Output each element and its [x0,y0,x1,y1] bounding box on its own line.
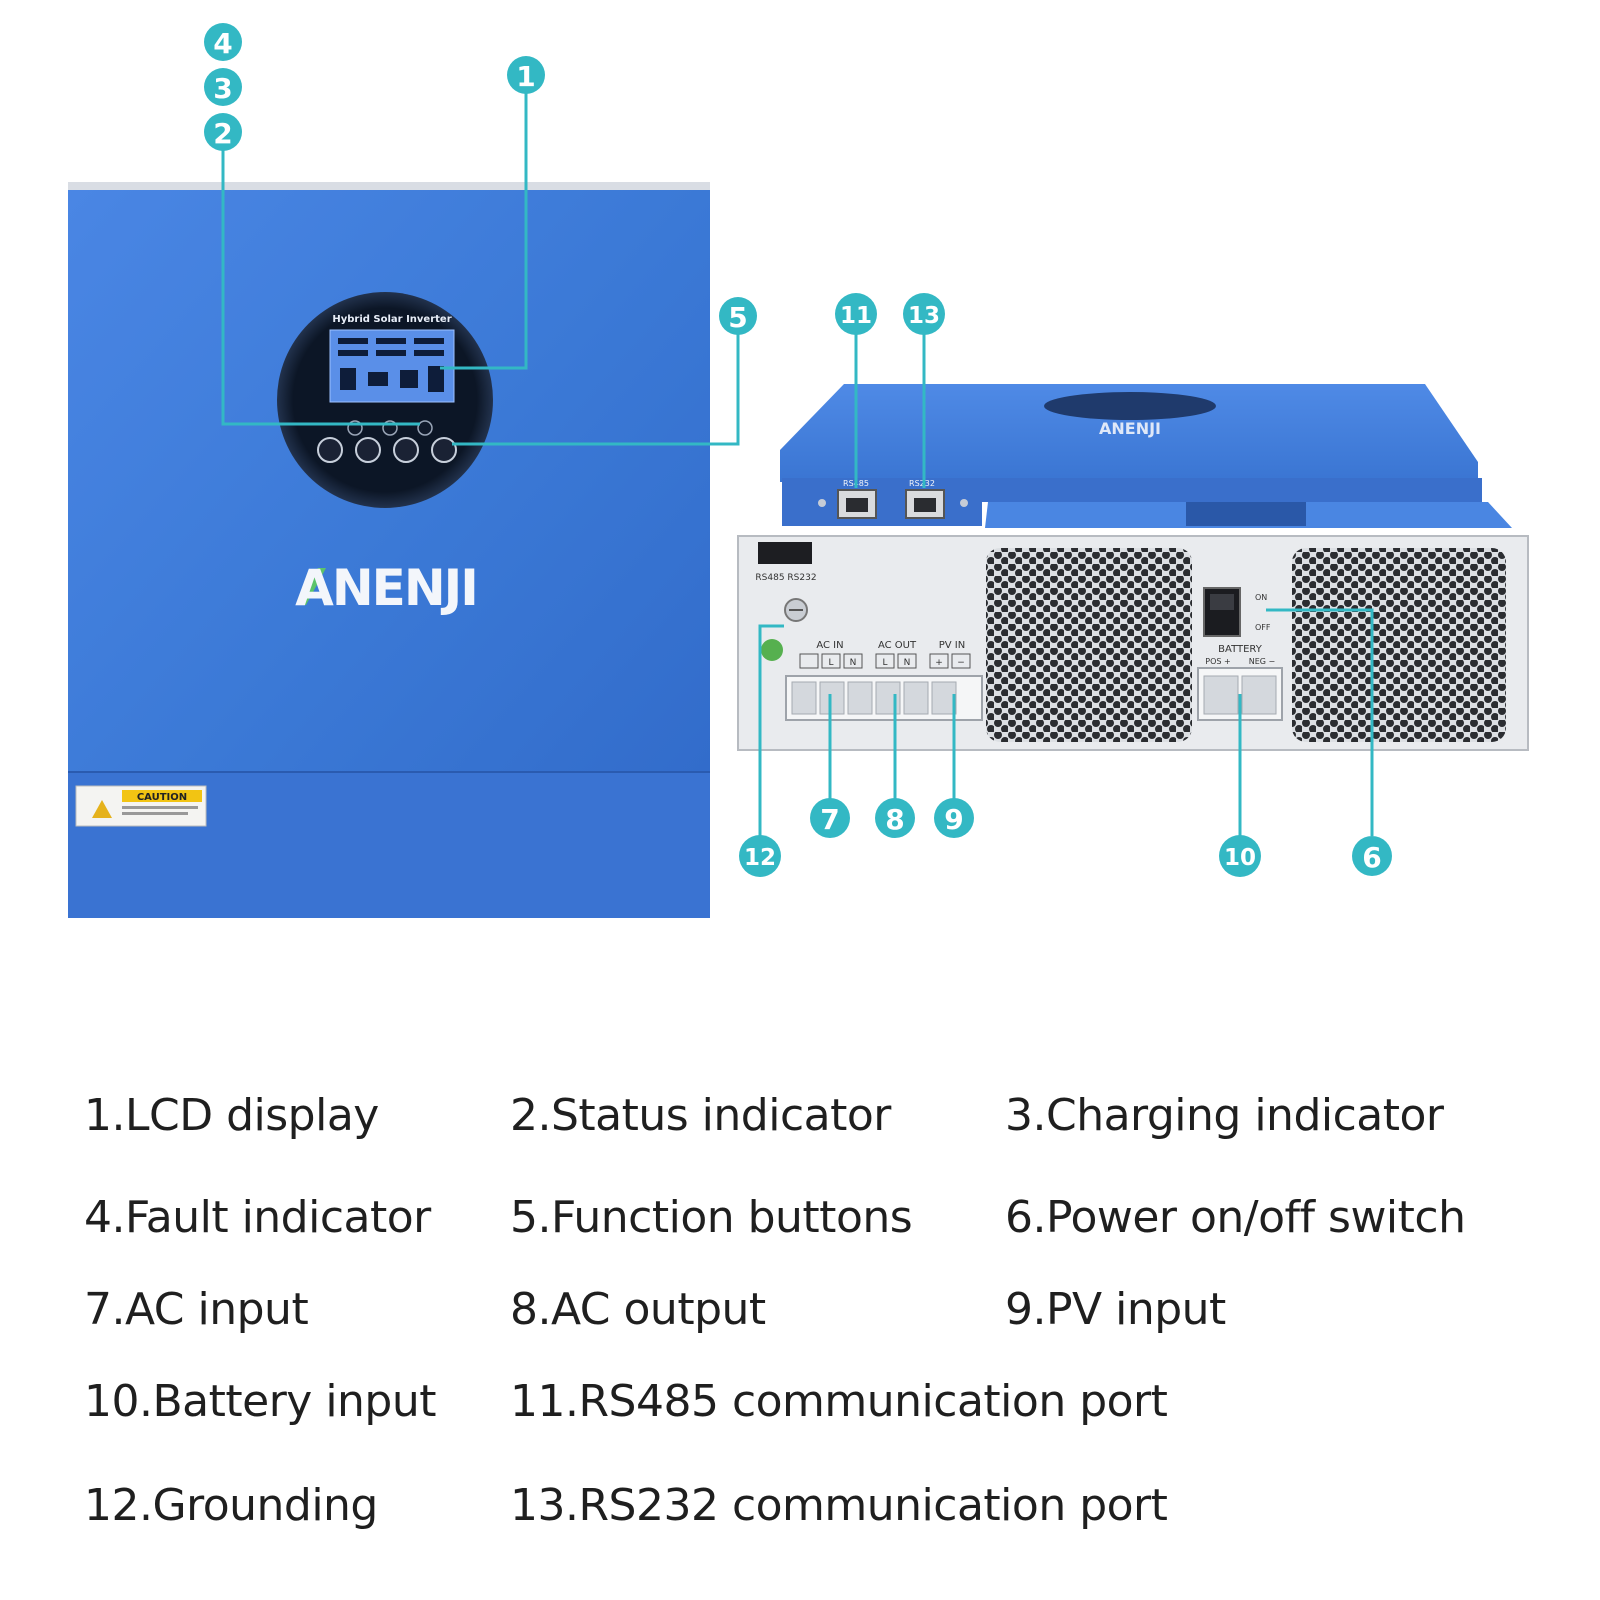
svg-text:4: 4 [213,27,232,60]
rear-top-cover [780,384,1478,482]
callout-6: 6 [1352,836,1392,876]
lcd-digits [338,338,444,392]
callout-13: 13 [903,293,945,335]
function-button-2[interactable] [355,437,381,463]
svg-text:8: 8 [885,803,904,836]
callout-8: 8 [875,798,915,838]
ac-in-label: AC IN [816,640,843,651]
leader-5 [452,332,740,446]
rear-top-display-window [1044,392,1216,420]
function-button-4[interactable] [431,437,457,463]
display-title: Hybrid Solar Inverter [332,314,451,325]
callout-7: 7 [810,798,850,838]
svg-text:7: 7 [820,803,839,836]
function-button-1[interactable] [317,437,343,463]
legend-item-4: 4.Fault indicator [84,1192,431,1243]
svg-text:12: 12 [744,845,776,871]
legend-item-9: 9.PV input [1005,1284,1226,1335]
svg-text:6: 6 [1362,841,1381,874]
leader-lines [221,92,1374,836]
ground-symbol-sticker [761,639,783,661]
svg-text:2: 2 [213,117,232,150]
legend-item-8: 8.AC output [510,1284,766,1335]
leader-1 [440,92,528,370]
svg-text:3: 3 [213,72,232,105]
callout-11: 11 [835,293,877,335]
svg-text:L: L [828,658,833,668]
svg-text:1: 1 [516,60,535,93]
svg-text:9: 9 [944,803,963,836]
legend-item-12: 12.Grounding [84,1480,378,1531]
rear-top-brand: ANENJI [1099,419,1161,438]
svg-text:10: 10 [1224,845,1256,871]
legend-item-11: 11.RS485 communication port [510,1376,1168,1427]
switch-on-label: ON [1255,593,1267,602]
port-label-rs232: RS232 [909,479,935,488]
leader-6 [1266,608,1374,836]
legend-item-5: 5.Function buttons [510,1192,913,1243]
slot-label: RS485 RS232 [755,573,816,583]
comm-slot [758,542,812,564]
port-band [782,478,982,526]
svg-text:11: 11 [840,303,872,329]
port-band-right [982,478,1482,502]
brand-logo-green-mark [296,568,326,605]
callout-1: 1 [507,56,545,94]
callout-12: 12 [739,835,781,877]
caution-triangle-icon [92,800,112,818]
svg-text:13: 13 [908,303,940,329]
legend-item-6: 6.Power on/off switch [1005,1192,1466,1243]
callouts: 1 4 3 2 5 11 13 7 [204,23,1392,877]
caution-label: CAUTION [137,792,187,803]
caution-header-bar [122,790,202,802]
svg-text:N: N [904,658,911,668]
svg-text:5: 5 [728,301,747,334]
callout-10: 10 [1219,835,1261,877]
legend-item-13: 13.RS232 communication port [510,1480,1168,1531]
legend: 1.LCD display 2.Status indicator 3.Charg… [0,1080,1600,1580]
legend-item-10: 10.Battery input [84,1376,437,1427]
ac-out-label: AC OUT [878,640,917,651]
svg-text:−: − [957,658,965,668]
fan-grille-right [1292,548,1506,742]
battery-neg-label: NEG − [1249,657,1275,666]
pv-in-label: PV IN [939,640,965,651]
callout-5: 5 [719,297,757,335]
callout-3: 3 [204,68,242,106]
legend-item-1: 1.LCD display [84,1090,379,1141]
callout-4: 4 [204,23,242,61]
svg-text:+: + [935,658,943,668]
battery-label: BATTERY [1218,644,1263,655]
leader-2 [221,150,350,426]
front-brand: ANENJI [295,559,477,617]
battery-pos-label: POS + [1205,657,1230,666]
callout-2: 2 [204,113,242,151]
legend-item-3: 3.Charging indicator [1005,1090,1444,1141]
legend-item-2: 2.Status indicator [510,1090,891,1141]
function-button-3[interactable] [393,437,419,463]
leader-12 [758,624,784,836]
fan-grille-left [986,548,1192,742]
svg-text:N: N [850,658,857,668]
switch-off-label: OFF [1255,623,1271,632]
callout-9: 9 [934,798,974,838]
legend-item-7: 7.AC input [84,1284,309,1335]
svg-text:L: L [882,658,887,668]
terminal-markings: L N L N + − [799,653,971,669]
front-top-edge [68,182,710,190]
rear-view: ANENJI RS485 RS232 RS485 RS232 AC IN AC … [737,384,1529,751]
front-view: Hybrid Solar Inverter ANENJI CAUTION [68,182,710,918]
function-buttons[interactable] [317,437,457,463]
